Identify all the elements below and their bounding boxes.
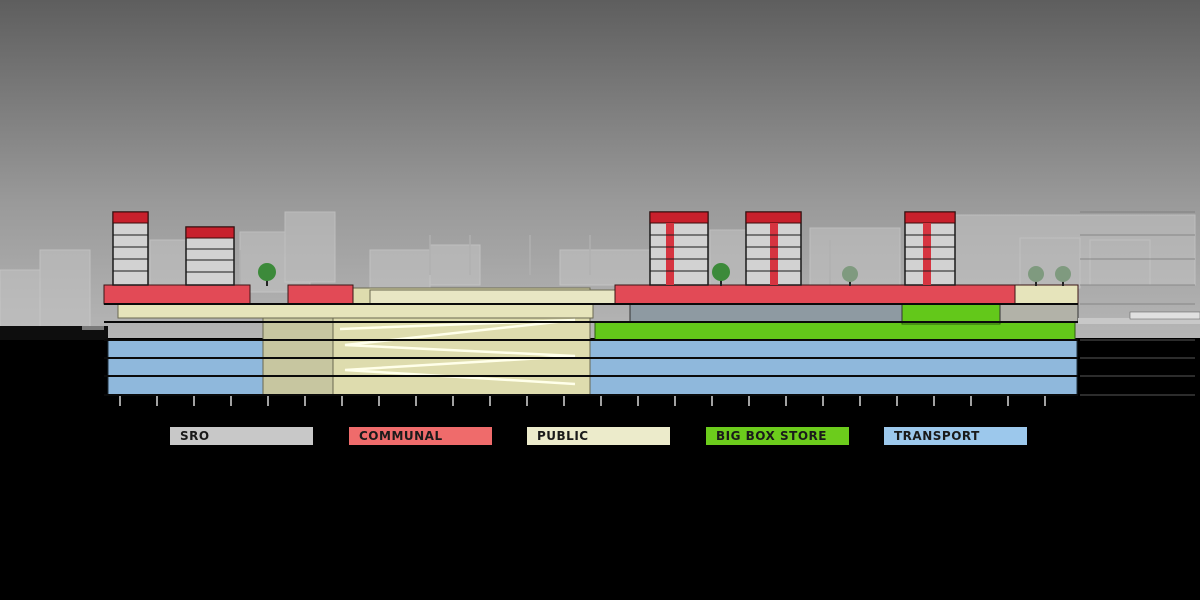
tree-1 xyxy=(258,263,276,286)
legend-item-big-box-store: BIG BOX STORE xyxy=(706,427,849,445)
legend-item-transport: TRANSPORT xyxy=(884,427,1027,445)
masts xyxy=(239,235,831,285)
rail-car xyxy=(1129,311,1200,320)
tower-floor-lines xyxy=(113,234,955,273)
legend-item-public: PUBLIC xyxy=(527,427,670,445)
trees xyxy=(258,263,1071,286)
communal-podium-mid xyxy=(287,284,354,305)
communal-podium-left xyxy=(103,284,251,305)
public-podium-end xyxy=(1014,284,1079,305)
public-left xyxy=(262,317,334,396)
transport-right xyxy=(584,339,1078,396)
communal-cores xyxy=(666,223,931,285)
left-street xyxy=(82,326,104,330)
communal-podium-right xyxy=(614,284,1016,305)
legend-item-sro: SRO xyxy=(170,427,313,445)
left-plinth xyxy=(0,326,108,340)
tree-2 xyxy=(712,263,730,286)
tree-5 xyxy=(1055,266,1071,286)
big-box-main xyxy=(594,321,1076,341)
tree-4 xyxy=(1028,266,1044,286)
podium-band-far xyxy=(999,303,1079,323)
public-upper-band xyxy=(117,303,594,319)
tower-1 xyxy=(112,211,149,286)
background-buildings xyxy=(0,211,1196,341)
tree-3 xyxy=(842,266,858,286)
transport-left xyxy=(107,339,264,396)
transport-zones xyxy=(107,339,1078,396)
podium-band-right xyxy=(629,303,903,323)
level-markers xyxy=(1080,211,1195,396)
rail-track xyxy=(1078,318,1200,324)
tower-3 xyxy=(649,211,709,286)
slab-lines xyxy=(104,303,1078,396)
legend-item-communal: COMMUNAL xyxy=(349,427,492,445)
public-roof-band xyxy=(369,289,636,305)
foundation-piles xyxy=(119,396,1046,406)
